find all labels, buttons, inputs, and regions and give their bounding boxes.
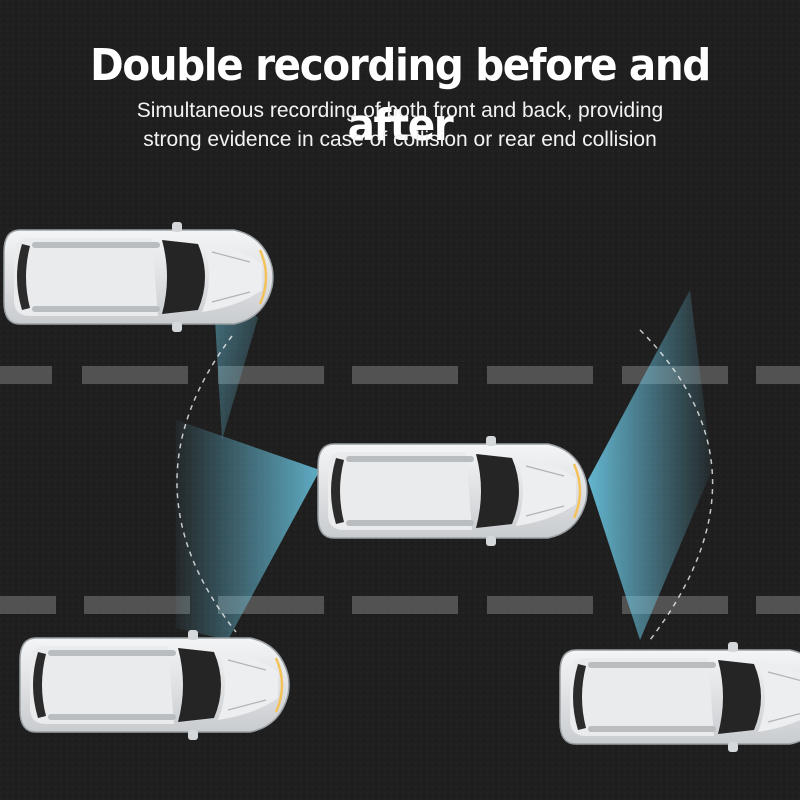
- lane-marking-lower: [0, 596, 800, 614]
- car-top-left: [2, 220, 275, 334]
- front-camera-beam: [588, 290, 712, 640]
- car-bottom-right: [558, 640, 800, 754]
- car-bottom-left: [18, 628, 291, 742]
- lane-marking-upper: [0, 366, 800, 384]
- rear-view-arc: [176, 335, 237, 633]
- car-center-recording: [316, 434, 589, 548]
- front-view-arc: [639, 329, 714, 641]
- rear-camera-beam: [176, 420, 320, 640]
- subtitle: Simultaneous recording of both front and…: [80, 96, 720, 154]
- subtitle-line-2: strong evidence in case of collision or …: [143, 128, 657, 151]
- headline: Double recording before and after: [90, 40, 711, 151]
- subtitle-line-1: Simultaneous recording of both front and…: [136, 99, 664, 122]
